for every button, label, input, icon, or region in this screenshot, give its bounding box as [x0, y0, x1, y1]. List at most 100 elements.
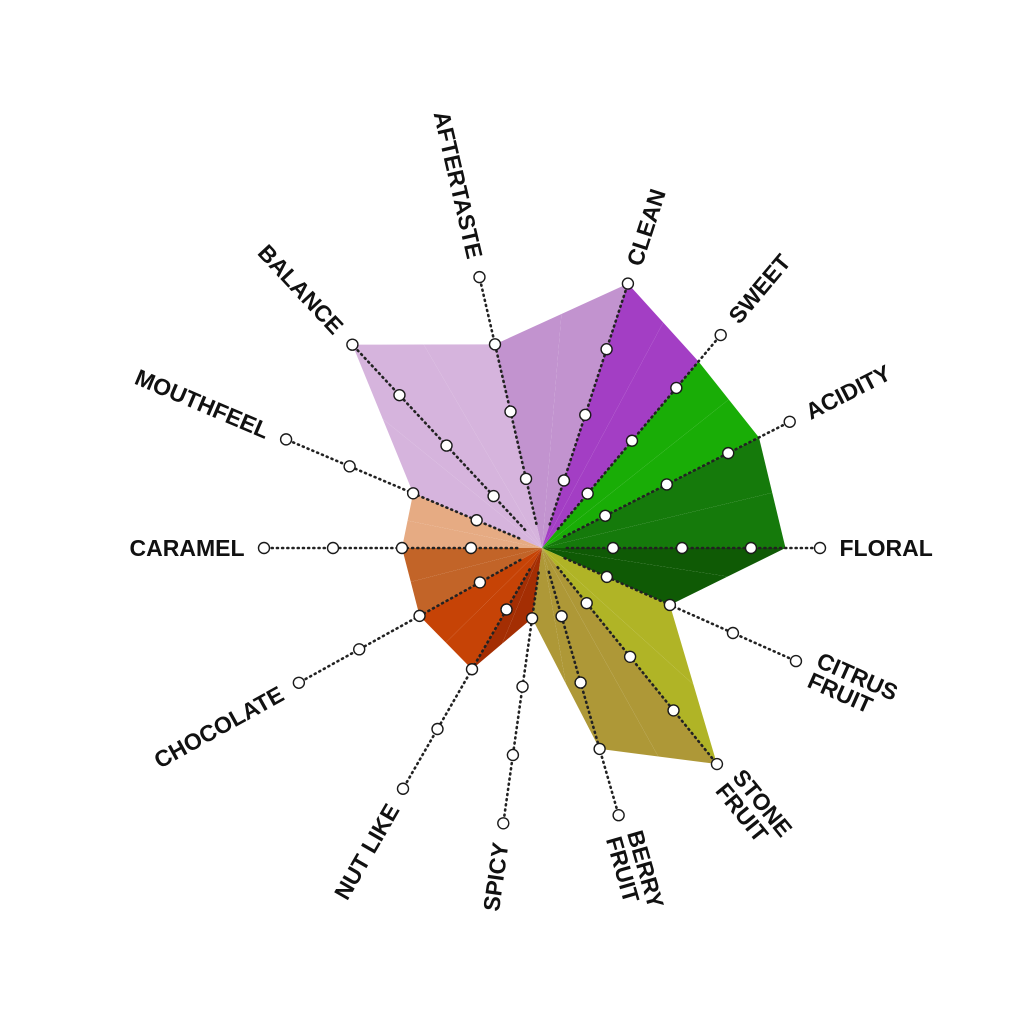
marker-caramel-level-1 [395, 541, 409, 555]
marker-stone-fruit-level-3 [710, 757, 724, 771]
axis-label-caramel-line-1: CARAMEL [130, 535, 245, 561]
axis-label-spicy: SPICY [478, 841, 513, 913]
marker-acidity-level-1 [660, 478, 673, 491]
axis-label-aftertaste: AFTERTASTE [429, 109, 488, 261]
axis-label-floral-line-1: FLORAL [840, 535, 933, 561]
marker-acidity-level-0 [599, 509, 612, 522]
marker-clean-level-0 [557, 474, 571, 487]
marker-spicy-level-3 [497, 817, 510, 830]
axis-label-aftertaste-line-1: AFTERTASTE [429, 109, 488, 261]
marker-floral-level-1 [675, 541, 689, 555]
wedge-nut-like-to-chocolate-b [419, 548, 542, 643]
marker-balance-level-1 [440, 439, 453, 452]
marker-mouthfeel-level-0 [470, 514, 483, 527]
marker-mouthfeel-level-1 [406, 487, 420, 500]
marker-nut-like-level-3 [396, 782, 410, 795]
wedge-mouthfeel-to-balance-a [382, 418, 542, 548]
wedge-berry-fruit-to-spicy-b [532, 548, 566, 684]
marker-spicy-level-2 [506, 748, 520, 762]
marker-clean-level-1 [579, 408, 592, 422]
wedge-acidity-to-floral-b [542, 492, 786, 548]
marker-balance-level-0 [487, 489, 500, 503]
wedge-clean-to-sweet-a [542, 283, 664, 548]
axis-label-clean-line-1: CLEAN [622, 186, 671, 269]
marker-citrus-fruit-level-3 [789, 654, 803, 668]
marker-nut-like-level-0 [500, 603, 513, 616]
marker-caramel-level-2 [326, 541, 340, 555]
axis-label-chocolate: CHOCOLATE [150, 681, 289, 774]
axis-label-sweet-line-1: SWEET [723, 249, 795, 328]
axis-label-floral: FLORAL [840, 535, 933, 561]
axis-label-stone-fruit: STONEFRUIT [711, 764, 798, 855]
axis-label-caramel: CARAMEL [130, 535, 245, 561]
axis-label-acidity-line-1: ACIDITY [801, 360, 895, 425]
wedge-stone-fruit-to-berry-fruit-b [542, 548, 659, 757]
marker-berry-fruit-level-2 [593, 742, 606, 756]
marker-floral-level-0 [606, 541, 620, 555]
axis-label-berry-fruit: BERRYFRUIT [601, 827, 669, 917]
marker-chocolate-level-1 [413, 609, 426, 623]
wedge-aftertaste-to-clean-a [494, 313, 562, 548]
marker-aftertaste-level-2 [488, 338, 502, 351]
marker-stone-fruit-level-2 [667, 704, 680, 717]
marker-stone-fruit-level-1 [623, 650, 637, 664]
marker-stone-fruit-level-0 [580, 596, 593, 610]
wedge-floral-to-citrus-fruit-b [542, 548, 728, 605]
wedge-clean-to-sweet-b [542, 322, 699, 548]
marker-balance-level-3 [346, 338, 359, 351]
marker-floral-level-2 [744, 541, 758, 555]
axis-label-mouthfeel-line-1: MOUTHFEEL [131, 364, 273, 444]
marker-berry-fruit-level-3 [612, 809, 625, 822]
marker-aftertaste-level-0 [519, 472, 533, 486]
marker-mouthfeel-level-2 [343, 460, 356, 473]
axis-label-acidity: ACIDITY [801, 360, 895, 425]
wedge-nut-like-to-chocolate-a [445, 548, 542, 670]
marker-citrus-fruit-level-1 [663, 598, 677, 612]
marker-aftertaste-level-1 [504, 405, 517, 418]
axis-label-balance: BALANCE [253, 239, 349, 339]
axis-label-chocolate-line-1: CHOCOLATE [150, 681, 289, 774]
marker-berry-fruit-level-1 [574, 676, 587, 689]
marker-balance-level-2 [393, 388, 406, 402]
marker-sweet-level-3 [714, 328, 727, 342]
marker-spicy-level-1 [516, 680, 529, 693]
wedge-sweet-to-acidity-a [542, 361, 729, 548]
wedge-sweet-to-acidity-b [542, 399, 759, 548]
marker-caramel-level-0 [464, 541, 478, 555]
marker-sweet-level-0 [581, 487, 594, 500]
wedge-acidity-to-floral-a [542, 437, 773, 548]
axis-label-clean: CLEAN [622, 186, 671, 269]
marker-chocolate-level-3 [292, 676, 306, 689]
axis-label-spicy-line-1: SPICY [478, 841, 513, 913]
marker-nut-like-level-1 [465, 663, 479, 676]
marker-citrus-fruit-level-2 [726, 626, 740, 640]
wedge-chocolate-to-caramel-b [402, 548, 542, 582]
axis-label-balance-line-1: BALANCE [253, 239, 349, 339]
axis-label-sweet: SWEET [723, 249, 795, 328]
marker-mouthfeel-level-3 [279, 433, 293, 446]
marker-clean-level-2 [600, 343, 613, 356]
wedge-balance-to-aftertaste-b [423, 344, 542, 548]
axis-label-nut-like-line-1: NUT LIKE [329, 799, 405, 904]
marker-acidity-level-2 [722, 446, 735, 460]
axis-label-citrus-fruit: CITRUSFRUIT [804, 647, 902, 726]
marker-aftertaste-level-3 [473, 270, 486, 284]
wedge-caramel-to-mouthfeel-a [402, 520, 542, 548]
marker-chocolate-level-2 [353, 643, 366, 656]
wedge-spicy-to-nut-like-a [502, 548, 542, 644]
wedge-floral-to-citrus-fruit-a [542, 548, 786, 577]
axis-label-nut-like: NUT LIKE [329, 799, 405, 904]
marker-sweet-level-2 [670, 381, 683, 395]
marker-acidity-level-3 [783, 415, 796, 428]
marker-chocolate-level-0 [473, 576, 487, 589]
marker-clean-level-3 [621, 277, 635, 290]
marker-berry-fruit-level-0 [555, 610, 568, 623]
marker-spicy-level-0 [525, 612, 539, 625]
axis-label-mouthfeel: MOUTHFEEL [131, 364, 273, 444]
marker-citrus-fruit-level-0 [600, 570, 614, 584]
marker-sweet-level-1 [625, 434, 639, 447]
marker-nut-like-level-2 [431, 722, 444, 736]
marker-caramel-level-3 [257, 541, 271, 555]
